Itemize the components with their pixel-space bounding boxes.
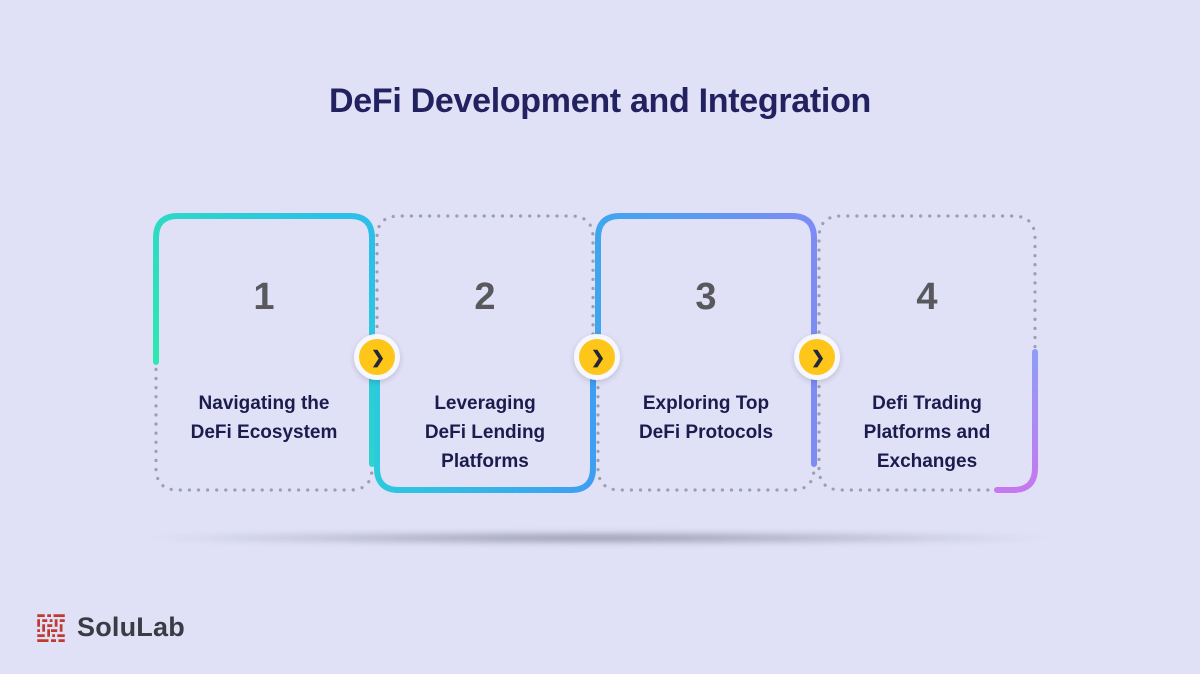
card-border-decoration (374, 214, 596, 493)
step-connector-arrow-2: ❯ (574, 334, 620, 380)
card-border-decoration (595, 213, 817, 492)
step-number: 1 (253, 276, 275, 318)
step-number: 3 (695, 276, 717, 318)
solulab-logo: SoluLab (36, 612, 185, 643)
page-title: DeFi Development and Integration (328, 82, 872, 120)
card-border-decoration (817, 214, 1038, 493)
floor-shadow-decoration (148, 531, 1048, 545)
step-number: 2 (474, 276, 496, 318)
chevron-right-icon: ❯ (810, 347, 826, 367)
step-connector-arrow-3: ❯ (794, 334, 840, 380)
step-label: Exploring Top DeFi Protocols (638, 393, 774, 443)
step-number: 4 (916, 276, 938, 318)
chevron-right-icon: ❯ (370, 347, 386, 367)
step-card-1: 1 Navigating the DeFi Ecosystem (152, 212, 376, 494)
step-label: Navigating the DeFi Ecosystem (190, 393, 338, 443)
step-card-3: 3 Exploring Top DeFi Protocols (594, 212, 818, 494)
chevron-right-icon: ❯ (590, 347, 606, 367)
solulab-logo-icon (37, 613, 65, 642)
card-border-decoration (153, 213, 375, 492)
step-connector-arrow-1: ❯ (354, 334, 400, 380)
solulab-logo-text: SoluLab (77, 612, 185, 642)
step-card-4: 4 Defi Trading Platforms and Exchanges (815, 212, 1039, 494)
step-label: Defi Trading Platforms and Exchanges (863, 393, 991, 472)
step-card-2: 2 Leveraging DeFi Lending Platforms (373, 212, 597, 494)
step-label: Leveraging DeFi Lending Platforms (424, 393, 546, 472)
